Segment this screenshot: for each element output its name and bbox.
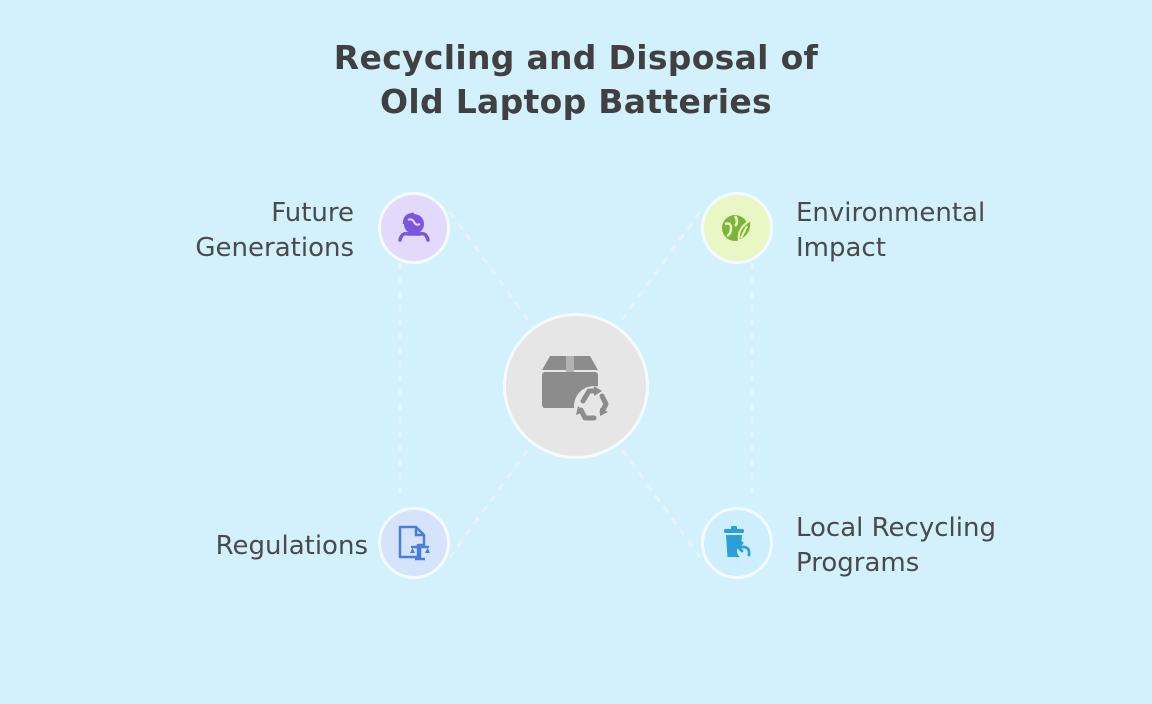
title-line-1: Recycling and Disposal of bbox=[333, 38, 819, 77]
label-local-recycling-programs-line2: Programs bbox=[796, 548, 920, 578]
globe-person-icon bbox=[398, 212, 430, 242]
label-local-recycling-programs: Local Recycling Programs bbox=[796, 511, 1056, 581]
label-future-generations-line1: Future bbox=[271, 198, 354, 228]
document-scale-icon bbox=[398, 525, 430, 561]
title-line-2: Old Laptop Batteries bbox=[380, 82, 772, 121]
node-regulations bbox=[378, 507, 450, 579]
label-local-recycling-programs-line1: Local Recycling bbox=[796, 513, 996, 543]
center-node bbox=[503, 313, 649, 459]
label-regulations-line1: Regulations bbox=[215, 531, 368, 561]
diagram-title: Recycling and Disposal of Old Laptop Bat… bbox=[0, 36, 1152, 124]
node-future-generations bbox=[378, 192, 450, 264]
trash-return-icon bbox=[724, 526, 753, 559]
box-recycle-icon bbox=[542, 356, 614, 426]
label-environmental-impact: Environmental Impact bbox=[796, 196, 1036, 266]
label-environmental-impact-line1: Environmental bbox=[796, 198, 986, 228]
label-future-generations: Future Generations bbox=[150, 196, 354, 266]
globe-leaf-icon bbox=[722, 215, 753, 241]
label-future-generations-line2: Generations bbox=[195, 233, 354, 263]
label-regulations: Regulations bbox=[150, 529, 368, 564]
label-environmental-impact-line2: Impact bbox=[796, 233, 886, 263]
